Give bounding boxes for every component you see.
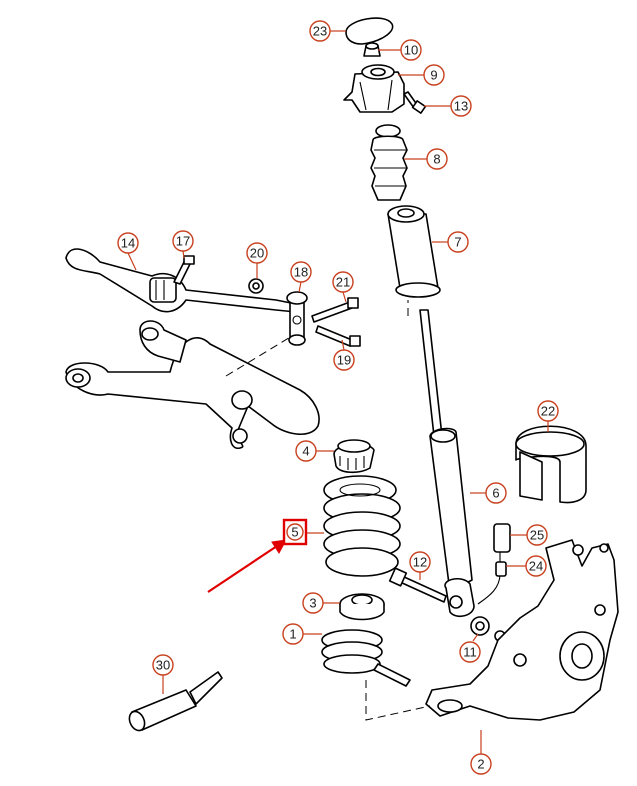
callout-20[interactable]: 20: [246, 242, 268, 279]
callout-24[interactable]: 24: [506, 555, 547, 577]
svg-text:25: 25: [530, 528, 544, 543]
part-24-wire: [477, 552, 507, 605]
callout-3[interactable]: 3: [302, 592, 340, 614]
callout-8[interactable]: 8: [404, 148, 448, 170]
svg-text:22: 22: [541, 404, 555, 419]
svg-text:17: 17: [176, 234, 190, 249]
part-2-wheel-carrier: [425, 539, 619, 721]
part-19-bolt: [315, 325, 361, 347]
callout-5-highlighted[interactable]: 5: [282, 518, 324, 546]
part-17-bolt: [173, 255, 195, 285]
callout-25[interactable]: 25: [510, 524, 548, 546]
svg-text:4: 4: [302, 444, 309, 459]
callout-17[interactable]: 17: [172, 230, 194, 259]
assembly-guides: [225, 300, 431, 721]
part-25-sensor: [493, 523, 511, 553]
svg-text:24: 24: [529, 559, 543, 574]
svg-text:30: 30: [156, 658, 170, 673]
highlight-arrow: [207, 539, 287, 593]
callout-7[interactable]: 7: [432, 231, 469, 253]
callout-21[interactable]: 21: [332, 271, 354, 303]
svg-text:23: 23: [313, 24, 327, 39]
callout-18[interactable]: 18: [290, 261, 312, 293]
callout-23[interactable]: 23: [309, 20, 346, 42]
part-9-top-mount: [343, 64, 405, 113]
part-11-nut: [470, 616, 506, 642]
callout-9[interactable]: 9: [398, 64, 445, 86]
svg-text:9: 9: [430, 68, 437, 83]
svg-text:11: 11: [463, 645, 477, 660]
svg-text:14: 14: [121, 236, 135, 251]
svg-text:3: 3: [309, 596, 316, 611]
callout-14[interactable]: 14: [117, 232, 139, 271]
svg-text:20: 20: [250, 246, 264, 261]
callout-19[interactable]: 19: [333, 339, 355, 371]
callout-6[interactable]: 6: [470, 482, 507, 504]
callout-10[interactable]: 10: [378, 39, 422, 61]
part-3-lower-seat: [339, 593, 385, 621]
svg-text:6: 6: [492, 486, 499, 501]
callout-13[interactable]: 13: [424, 95, 472, 117]
part-5-coil-spring: [323, 475, 401, 577]
part-8-bump-stop: [370, 124, 408, 201]
callout-12[interactable]: 12: [409, 551, 431, 580]
part-4-spring-seat: [333, 439, 375, 474]
svg-text:19: 19: [337, 353, 351, 368]
part-22-bushing: [515, 425, 587, 504]
svg-text:12: 12: [413, 555, 427, 570]
callout-11[interactable]: 11: [459, 633, 481, 663]
svg-text:10: 10: [404, 43, 418, 58]
part-13-bolt: [403, 91, 427, 114]
callout-1[interactable]: 1: [282, 623, 322, 645]
part-12-bolt: [388, 567, 447, 603]
part-10-nut: [363, 42, 381, 57]
svg-text:21: 21: [336, 275, 350, 290]
svg-text:5: 5: [291, 525, 298, 540]
part-7-dust-cover: [387, 205, 441, 298]
svg-text:18: 18: [294, 265, 308, 280]
part-6-shock-absorber: [419, 309, 475, 618]
part-30-tool: [128, 671, 223, 732]
svg-text:8: 8: [433, 152, 440, 167]
svg-text:7: 7: [454, 235, 461, 250]
lower-control-arm: [65, 320, 320, 450]
part-20-nut: [248, 278, 264, 294]
callout-2[interactable]: 2: [470, 730, 492, 775]
part-1-lower-spring: [321, 629, 411, 687]
part-18-link: [286, 291, 308, 346]
svg-text:2: 2: [477, 757, 484, 772]
callout-22[interactable]: 22: [537, 400, 559, 432]
part-21-bolt: [311, 297, 359, 323]
svg-text:13: 13: [454, 99, 468, 114]
part-23-cap: [345, 17, 394, 45]
callout-4[interactable]: 4: [295, 440, 334, 462]
callout-30[interactable]: 30: [152, 654, 174, 694]
svg-text:1: 1: [289, 627, 296, 642]
